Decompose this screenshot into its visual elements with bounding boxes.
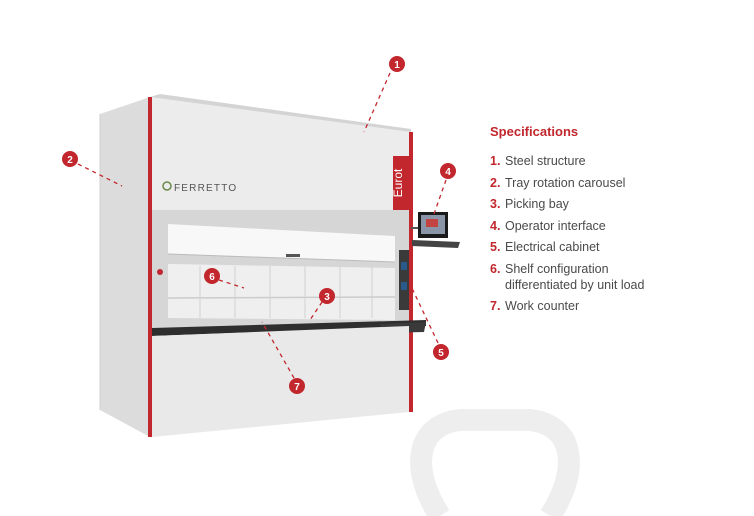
spec-number: 4. bbox=[490, 218, 501, 233]
spec-item: 2. Tray rotation carousel bbox=[490, 175, 740, 191]
callout-marker: 7 bbox=[289, 378, 305, 394]
electrical-cabinet bbox=[399, 250, 409, 310]
background-logo-ring bbox=[410, 409, 580, 516]
model-badge-text: Eurot bbox=[391, 168, 405, 197]
machine-side-panel bbox=[100, 97, 150, 437]
spec-label: Tray rotation carousel bbox=[505, 175, 626, 190]
spec-label: Electrical cabinet bbox=[505, 240, 600, 254]
callout-marker: 1 bbox=[389, 56, 405, 72]
spec-number: 1. bbox=[490, 154, 501, 168]
callout-marker: 3 bbox=[319, 288, 335, 304]
callout-number: 1 bbox=[394, 60, 400, 71]
work-counter bbox=[152, 320, 426, 336]
spec-item: 1. Steel structure bbox=[490, 153, 740, 169]
callout-number: 2 bbox=[67, 155, 73, 166]
callout-marker: 4 bbox=[440, 163, 456, 179]
model-badge bbox=[393, 156, 411, 210]
spec-item: 5. Electrical cabinet bbox=[490, 239, 740, 255]
monitor-arm bbox=[412, 240, 460, 248]
callout-number: 6 bbox=[209, 272, 215, 283]
spec-label: Shelf configuration differentiated by un… bbox=[505, 261, 645, 292]
spec-item: 6. Shelf configuration differentiated by … bbox=[490, 261, 740, 293]
spec-label: Work counter bbox=[505, 299, 580, 313]
callout-number: 7 bbox=[294, 382, 300, 393]
spec-number: 3. bbox=[490, 197, 501, 211]
specifications-title: Specifications bbox=[490, 124, 579, 139]
emergency-stop-icon bbox=[157, 269, 163, 275]
spec-number: 2. bbox=[490, 175, 501, 190]
spec-label: Picking bay bbox=[505, 197, 569, 211]
callout-number: 5 bbox=[438, 348, 444, 359]
machine-front-top bbox=[150, 97, 411, 210]
spec-number: 7. bbox=[490, 299, 501, 313]
logo-text: FERRETTO bbox=[174, 183, 237, 194]
spec-label: Steel structure bbox=[505, 154, 586, 168]
spec-number: 5. bbox=[490, 240, 501, 254]
leader-line-3 bbox=[309, 301, 323, 321]
machine-front-bottom bbox=[152, 326, 409, 437]
leader-line-4 bbox=[433, 179, 447, 215]
leader-line-5 bbox=[409, 283, 439, 344]
spec-number: 6. bbox=[490, 261, 501, 276]
spec-item: 4. Operator interface bbox=[490, 218, 740, 234]
red-edge-right bbox=[409, 132, 413, 412]
spec-item: 7. Work counter bbox=[490, 298, 740, 314]
red-edge-left bbox=[148, 97, 152, 437]
spec-label: Operator interface bbox=[505, 218, 606, 233]
callout-marker: 2 bbox=[62, 151, 78, 167]
specifications-list: 1. Steel structure 2. Tray rotation carous… bbox=[490, 153, 740, 314]
leader-line-1 bbox=[363, 72, 391, 133]
callout-number: 4 bbox=[445, 167, 451, 178]
logo-emblem-icon bbox=[162, 181, 172, 191]
callout-number: 3 bbox=[324, 292, 330, 303]
leader-line-2 bbox=[77, 163, 123, 187]
specifications-panel: Specifications 1. Steel structure 2. Tray … bbox=[490, 124, 740, 320]
picking-bay-interior bbox=[168, 264, 395, 320]
callout-marker: 5 bbox=[433, 344, 449, 360]
spec-item: 3. Picking bay bbox=[490, 196, 740, 212]
leader-line-7 bbox=[261, 321, 295, 379]
callout-marker: 6 bbox=[204, 268, 220, 284]
